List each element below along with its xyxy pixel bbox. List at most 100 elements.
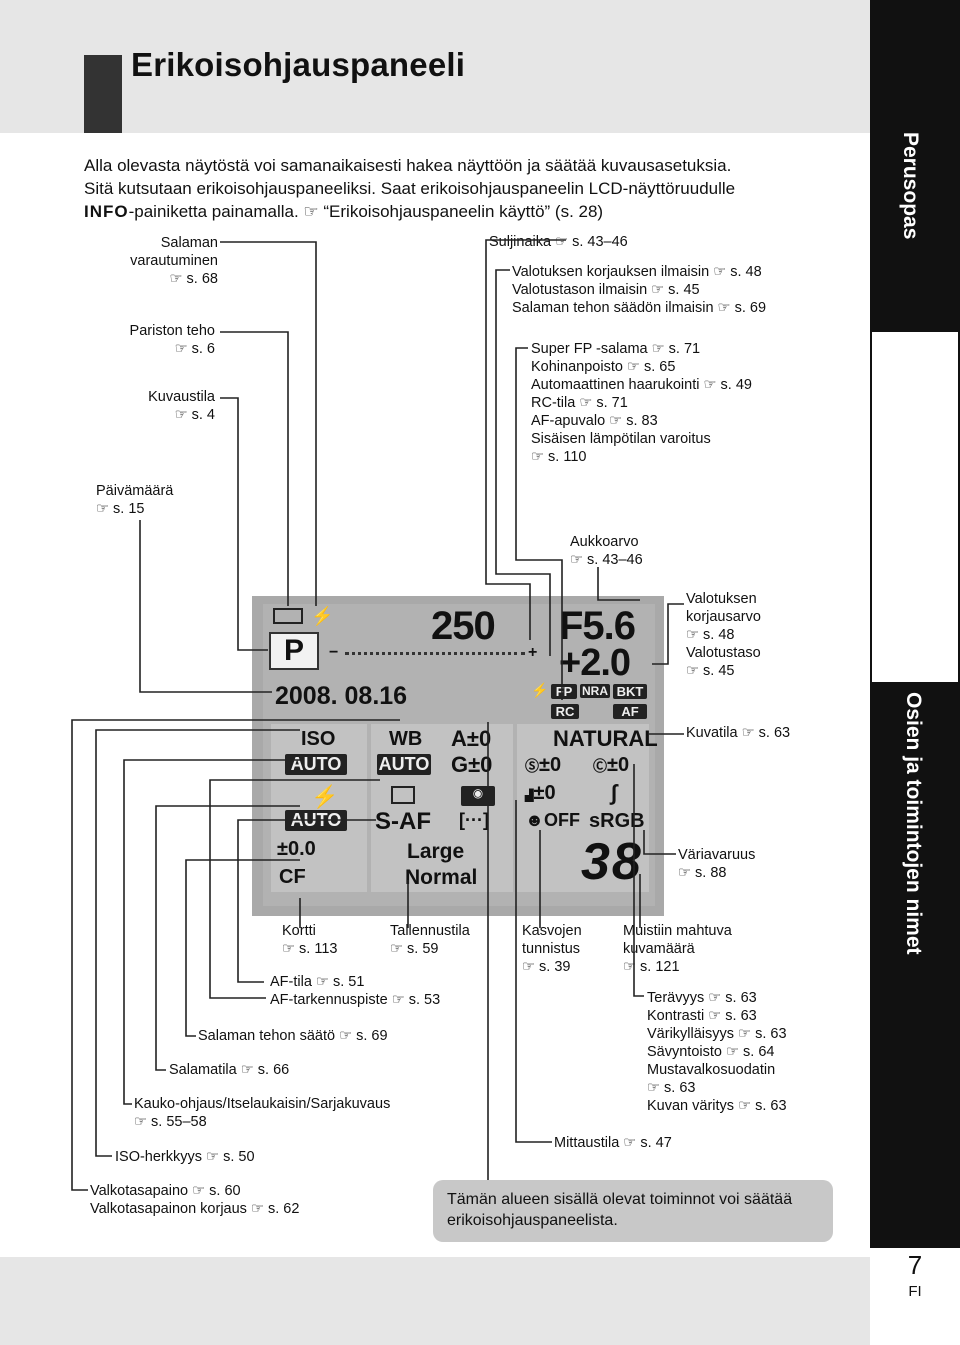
label-mode: Kuvaustila ☞ s. 4 [148,389,215,423]
face-icon: ☻ [525,810,544,830]
page-number-box [870,1248,960,1345]
line-shutter [485,239,566,640]
flash-charge-icon: ⚡ [311,606,334,626]
exposure-bar [345,652,525,658]
card-display: CF [279,866,306,888]
label-flash-power: Salaman tehon säätö ☞ s. 69 [198,1028,388,1044]
label-af-assist: AF-apuvalo ☞ s. 83 [531,413,658,429]
page-language: FI [908,1283,922,1300]
contrast-icon: Ⓒ [593,758,607,774]
label-aperture: Aukkoarvo ☞ s. 43–46 [570,534,643,568]
date-display: 2008. 08.16 [275,682,408,710]
face-detect-display: ☻OFF [525,810,580,830]
label-wb-comp: Valkotasapainon korjaus ☞ s. 62 [90,1201,300,1217]
saturation-display: ▟±0 [525,782,556,804]
cell-left [271,724,367,892]
label-auto-bracket: Automaattinen haarukointi ☞ s. 49 [531,377,752,393]
line-iso [95,729,300,1157]
gradation-icon: ∫ [611,780,618,805]
line-flash-mode [155,805,300,1071]
label-saturation: Värikylläisyys ☞ s. 63 [647,1026,787,1042]
label-contrast: Kontrasti ☞ s. 63 [647,1008,757,1024]
flash-mode-icon: ⚡ [311,784,339,809]
line-sharpness [633,764,644,997]
sharpness-display: Ⓢ±0 [525,754,562,776]
label-drive: Kauko-ohjaus/Itselaukaisin/Sarjakuvaus ☞… [134,1096,391,1130]
line-wb [71,719,400,1191]
note-box: Tämän alueen sisällä olevat toiminnot vo… [433,1180,833,1242]
super-fp-icon: ⚡ [531,682,549,698]
bkt-badge: BKT [613,684,647,699]
label-temp-warning: Sisäisen lämpötilan varoitus ☞ s. 110 [531,431,711,465]
cell-right [517,724,649,892]
intro-line-3: INFO-painiketta painamalla. ☞ “Erikoisoh… [84,202,604,221]
cell-middle [371,724,513,892]
label-flash-charge: Salaman varautuminen ☞ s. 68 [130,235,218,287]
battery-icon [273,608,303,624]
metering-icon: ◉ [461,786,495,806]
label-face-detect: Kasvojen tunnistus ☞ s. 39 [522,923,582,975]
label-iso: ISO-herkkyys ☞ s. 50 [115,1149,255,1165]
aperture-display: F5.6 [559,604,636,648]
label-date: Päivämäärä ☞ s. 15 [96,483,174,517]
line-date [139,520,272,693]
label-exp-comp-value: Valotuksen korjausarvo ☞ s. 48 Valotusta… [686,591,761,679]
header-band [0,0,870,133]
nr-badge: NRA [580,684,610,698]
line-drive [123,759,300,1105]
size-display: Large [407,840,465,863]
line-exp-comp-value [652,603,684,665]
label-exp-level-indicator: Valotustason ilmaisin ☞ s. 45 [512,282,700,298]
color-space-display: sRGB [589,810,645,832]
label-metering: Mittaustila ☞ s. 47 [554,1135,672,1151]
label-battery: Pariston teho ☞ s. 6 [129,323,215,357]
line-battery [220,331,289,606]
label-af-point: AF-tarkennuspiste ☞ s. 53 [270,992,441,1008]
page-number: 7 [907,1250,923,1280]
intro-line-2: Sitä kutsutaan erikoisohjauspaneeliksi. … [84,179,736,198]
intro-text: Alla olevasta näytöstä voi samanaikaises… [84,154,844,223]
picture-mode-display: NATURAL [553,726,658,751]
sidebar-gap [872,332,958,682]
label-exp-comp-indicator: Valotuksen korjauksen ilmaisin ☞ s. 48 [512,264,762,280]
label-af-mode: AF-tila ☞ s. 51 [270,974,365,990]
label-tone: Kuvan väritys ☞ s. 63 [647,1098,787,1114]
af-mode-display: S-AF [375,808,431,835]
rc-badge: RC [551,704,579,719]
title-marker [84,55,122,133]
drive-icon [391,786,415,804]
label-mono-filter: Mustavalkosuodatin ☞ s. 63 [647,1062,776,1096]
intro-line-1: Alla olevasta näytöstä voi samanaikaises… [84,156,732,175]
label-noise-reduction: Kohinanpoisto ☞ s. 65 [531,359,676,375]
flash-comp: ±0.0 [277,838,316,860]
info-button-label: INFO [84,202,129,221]
label-sharpness: Terävyys ☞ s. 63 [647,990,757,1006]
label-flash-power-indicator: Salaman tehon säädön ilmaisin ☞ s. 69 [512,300,767,316]
label-super-fp: Super FP -salama ☞ s. 71 [531,341,701,357]
label-wb: Valkotasapaino ☞ s. 60 [90,1183,241,1199]
bar-minus: − [329,644,339,661]
count-display: 38 [581,833,643,891]
label-shutter: Suljinaika ☞ s. 43–46 [489,234,628,250]
label-record-mode: Tallennustila ☞ s. 59 [390,923,470,957]
wb-g: G±0 [451,752,493,777]
line-super-fp [515,347,563,700]
sharpness-icon: Ⓢ [525,758,539,774]
line-exp-comp-ind [495,269,551,656]
label-card: Kortti ☞ s. 113 [282,923,338,957]
line-flash-power [185,859,300,1037]
line-color-space [643,830,676,855]
contrast-display: Ⓒ±0 [593,754,630,776]
wb-value: AUTO [377,754,431,775]
line-af-mode [237,819,376,983]
saturation-icon: ▟ [525,790,534,802]
line-af-point [209,779,380,999]
line-flash-charge [220,241,317,606]
page-title: Erikoisohjauspaneeli [131,46,466,83]
label-memory: Muistiin mahtuva kuvamäärä ☞ s. 121 [623,923,732,975]
wb-a: A±0 [451,726,492,751]
line-mode [220,397,268,651]
bar-plus: + [528,644,538,661]
fp-badge: FP [551,684,577,699]
